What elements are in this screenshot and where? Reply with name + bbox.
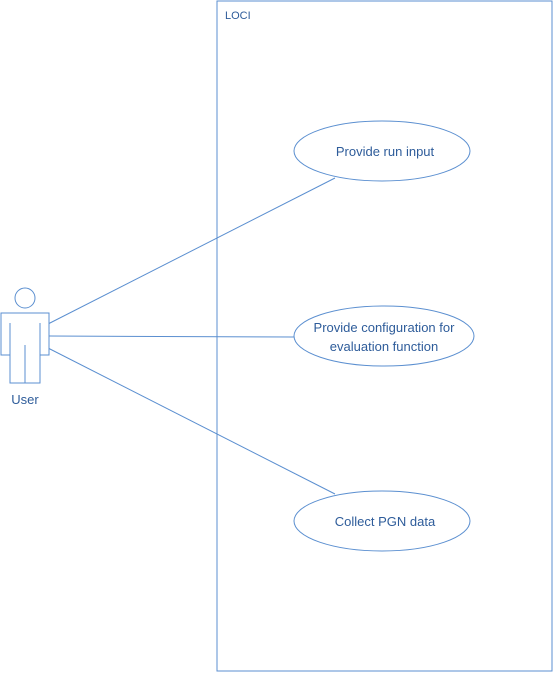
use-case-label: Collect PGN data (335, 514, 436, 529)
use-case-label-line-1: Provide configuration for (314, 320, 456, 335)
association-configuration (47, 335, 295, 338)
associations (47, 177, 336, 495)
use-case-label: Provide run input (336, 144, 435, 159)
use-case-provide-run-input: Provide run input (293, 120, 471, 182)
system-boundary-box (216, 0, 553, 672)
association-run-input (47, 177, 336, 325)
use-case-collect-pgn-data: Collect PGN data (293, 490, 471, 552)
system-boundary: LOCI (216, 0, 553, 672)
system-name: LOCI (225, 10, 251, 22)
association-pgn-data (47, 347, 336, 495)
use-case-ellipse (293, 120, 471, 182)
actor-head (14, 287, 36, 309)
use-case-ellipse (293, 490, 471, 552)
use-case-label-line-2: evaluation function (330, 339, 438, 354)
actor-name: User (11, 392, 39, 407)
actor-user: User (0, 287, 50, 407)
use-case-provide-configuration: Provide configuration for evaluation fun… (293, 305, 475, 367)
use-case-ellipse (293, 305, 475, 367)
